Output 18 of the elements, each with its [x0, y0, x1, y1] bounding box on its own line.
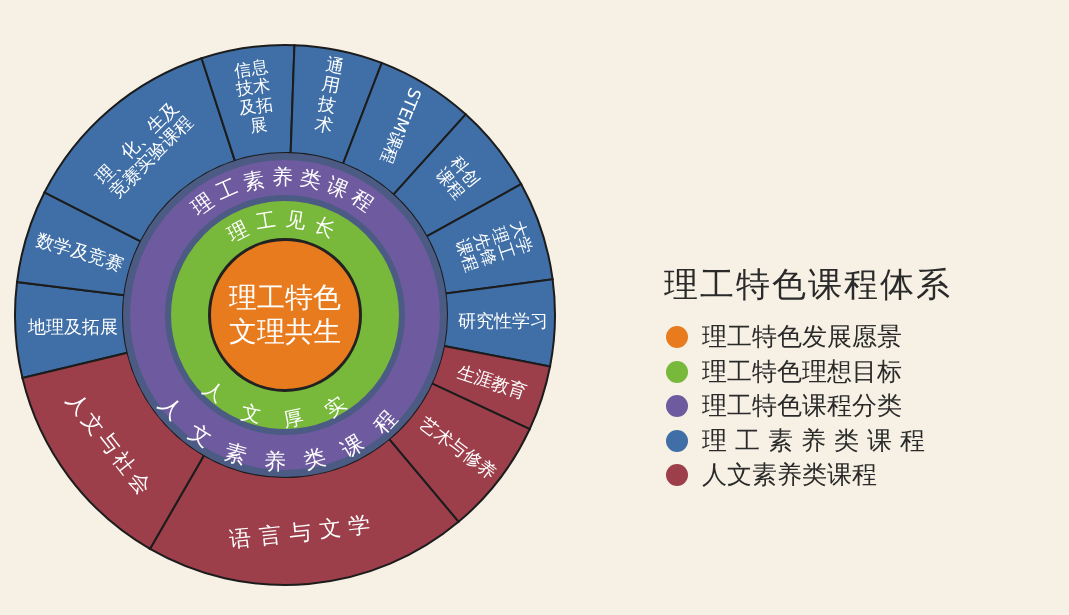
segment-label: 通用技术 — [312, 54, 348, 139]
legend-label: 理工特色课程分类 — [702, 391, 902, 421]
segment-label: 大学理工先锋课程 — [451, 216, 537, 276]
segment-label: STEM课程 — [375, 83, 427, 169]
legend-label: 理工特色理想目标 — [702, 356, 902, 387]
segment-label: 语言与文学 — [227, 510, 381, 554]
segment-label: 数学及竞赛 — [33, 227, 128, 278]
segment-label: 信息技术及拓展 — [231, 56, 275, 138]
segment-label: 地理及拓展 — [27, 315, 120, 339]
legend-label: 人文素养类课程 — [702, 460, 877, 490]
segment-label: 研究性学习 — [456, 309, 549, 334]
segment-label: 生涯教育 — [454, 359, 531, 405]
legend-label: 理 工 素 养 类 课 程 — [702, 425, 925, 456]
segment-label: 艺术与修养 — [415, 410, 502, 485]
legend-title: 理工特色课程体系 — [664, 263, 952, 306]
legend-label: 理工特色发展愿景 — [702, 322, 902, 352]
segment-label: 科创课程 — [431, 150, 486, 205]
center-label: 理工特色文理共生 — [228, 281, 342, 349]
